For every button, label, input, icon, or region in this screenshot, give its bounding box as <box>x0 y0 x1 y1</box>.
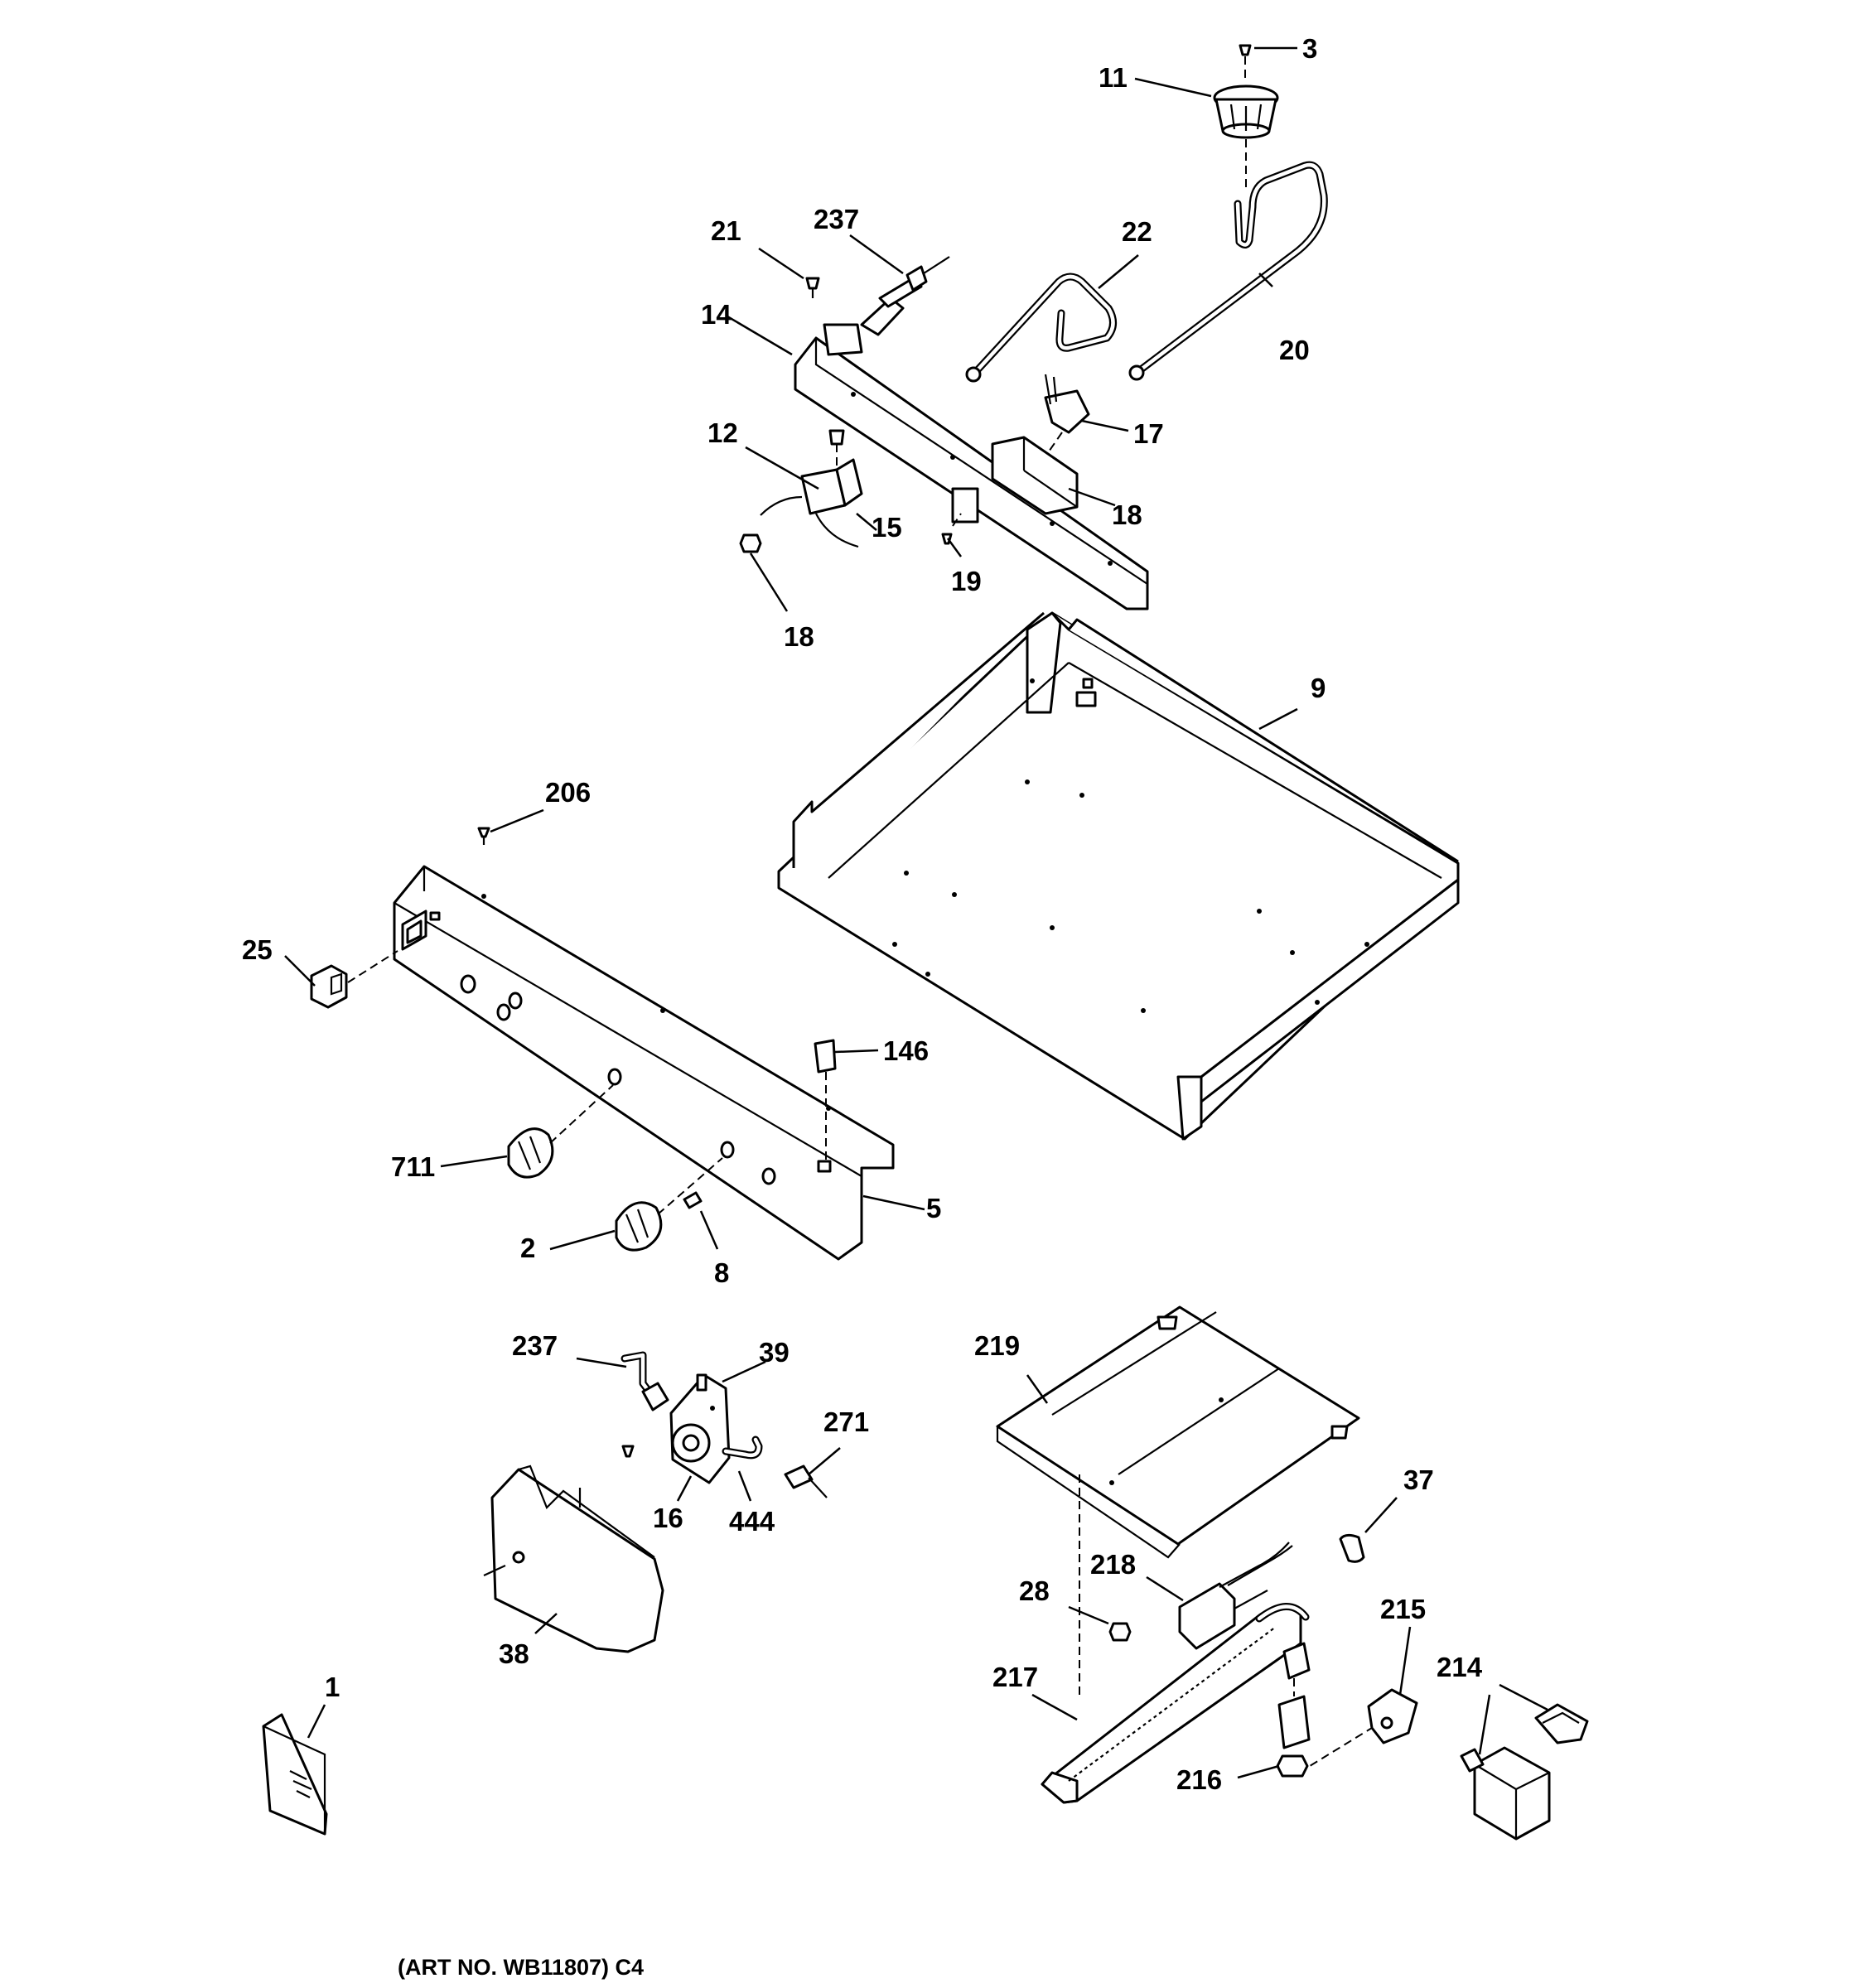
art-number-caption: (ART NO. WB11807) C4 <box>398 1955 644 1980</box>
igniter-part-17 <box>1044 374 1090 455</box>
broil-burner-part-217 <box>1041 1603 1310 1804</box>
label-part-711: 711 <box>391 1151 435 1182</box>
label-part-8: 8 <box>714 1257 729 1288</box>
label-part-28: 28 <box>1019 1575 1050 1606</box>
label-part-18-right: 18 <box>1112 499 1142 530</box>
label-part-25: 25 <box>242 934 273 965</box>
label-part-14: 14 <box>701 299 732 330</box>
burner-head-part-11 <box>1213 84 1279 189</box>
label-part-20: 20 <box>1279 335 1310 365</box>
burner-bracket-part-215 <box>1298 1688 1418 1773</box>
knob-part-711 <box>507 1084 614 1179</box>
clip-part-146 <box>814 1039 837 1173</box>
label-part-3: 3 <box>1302 33 1317 64</box>
nut-part-28 <box>1108 1622 1132 1642</box>
label-part-206: 206 <box>545 777 591 808</box>
baffle-part-219 <box>996 1305 1360 1698</box>
label-part-2: 2 <box>520 1233 535 1263</box>
label-part-12: 12 <box>707 417 738 448</box>
label-part-22: 22 <box>1122 216 1152 247</box>
label-part-39: 39 <box>759 1337 790 1368</box>
switch-part-25 <box>310 950 398 1009</box>
burner-tube-part-20 <box>1128 161 1328 381</box>
label-part-215: 215 <box>1380 1594 1426 1624</box>
valve-part-12 <box>760 429 863 548</box>
label-part-237-bottom: 237 <box>512 1330 558 1361</box>
label-part-271: 271 <box>823 1407 869 1437</box>
leader-lines <box>284 46 1548 1779</box>
label-part-15: 15 <box>872 512 902 543</box>
ignition-sleeve-part-216 <box>1276 1642 1311 1778</box>
label-part-444: 444 <box>729 1506 775 1537</box>
orifice-part-237-bottom <box>621 1351 669 1411</box>
plate-part-37 <box>1339 1533 1365 1563</box>
label-part-18-left: 18 <box>784 621 814 652</box>
label-part-214: 214 <box>1437 1652 1483 1682</box>
label-part-216: 216 <box>1176 1764 1222 1795</box>
knob-part-2 <box>615 1157 723 1252</box>
bracket-part-18-right <box>991 436 1079 515</box>
control-panel-part-5 <box>393 865 895 1261</box>
screw-part-206 <box>477 827 490 845</box>
screw-part-21 <box>805 277 820 298</box>
label-part-16: 16 <box>653 1503 683 1533</box>
label-part-146: 146 <box>883 1035 929 1066</box>
cap-screw-part-3 <box>1239 44 1252 83</box>
label-part-9: 9 <box>1311 673 1326 703</box>
label-part-19: 19 <box>951 566 982 596</box>
label-part-38: 38 <box>499 1638 529 1669</box>
igniter-part-271 <box>784 1464 828 1498</box>
manifold-part-14 <box>794 297 1149 610</box>
label-part-17: 17 <box>1133 418 1164 449</box>
label-part-237-top: 237 <box>814 204 859 234</box>
label-part-217: 217 <box>992 1662 1038 1692</box>
shield-part-38 <box>483 1464 664 1653</box>
nut-part-18-left <box>739 533 762 553</box>
label-part-1: 1 <box>325 1672 340 1702</box>
label-part-11: 11 <box>1099 62 1128 93</box>
burner-tube-part-22 <box>965 273 1117 383</box>
pilot-part-214 <box>1460 1703 1589 1841</box>
valve-part-16-39 <box>621 1373 763 1484</box>
label-part-21: 21 <box>711 215 741 246</box>
label-part-219: 219 <box>974 1330 1020 1361</box>
burner-box-part-9 <box>777 611 1460 1141</box>
label-part-37: 37 <box>1403 1464 1434 1495</box>
label-part-5: 5 <box>926 1193 941 1223</box>
literature-part-1 <box>262 1713 328 1836</box>
orifice-part-237-top <box>878 256 950 308</box>
igniter-part-218 <box>1178 1542 1293 1650</box>
screw-part-8 <box>683 1191 703 1209</box>
label-part-218: 218 <box>1090 1549 1136 1580</box>
